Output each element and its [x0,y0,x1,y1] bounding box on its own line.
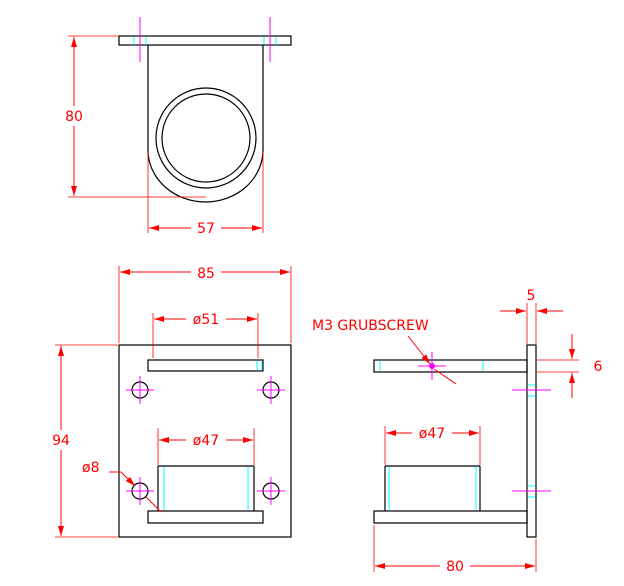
mounting-hole-bottom-left [126,477,154,505]
front-flange [118,35,292,46]
plan-hole-label: ø8 [82,460,99,476]
side-plate-thickness-dimension: 5 [500,288,563,344]
front-body-arc [147,149,264,203]
side-top-arm [373,359,528,373]
upper-flange-slot [147,359,264,372]
tube-inner-circle [161,93,251,183]
side-length-dimension: 80 [373,525,537,575]
plan-width-label: 85 [197,266,215,282]
side-flange-thickness-label: 6 [594,359,603,375]
grubscrew-hole [418,352,446,380]
grubscrew-leader: M3 GRUBSCREW [312,318,457,385]
side-plate-thickness-label: 5 [527,288,536,304]
side-bore-label: ø47 [419,426,445,442]
mounting-hole-bottom-right [257,477,285,505]
plan-slot-dimension: ø51 [152,310,259,358]
grubscrew-note-label: M3 GRUBSCREW [312,318,429,334]
mounting-hole-top-left [126,376,154,404]
plan-slot-label: ø51 [193,312,219,328]
plan-view [118,344,292,538]
front-view [118,17,292,203]
front-width-dimension: 57 [147,152,264,237]
front-width-label: 57 [197,221,215,237]
plan-bore-dimension: ø47 [157,428,255,465]
side-base [373,510,528,524]
plan-height-label: 94 [52,433,70,449]
side-length-label: 80 [446,559,464,575]
plan-hole-dimension: ø8 [82,460,162,513]
side-bore-dimension: ø47 [384,424,481,465]
side-view [373,344,551,538]
base-plate-outline [118,344,292,538]
lower-base-bar [147,510,264,524]
side-back-plate [526,344,537,538]
side-flange-thickness-dimension: 6 [537,334,603,398]
tube-outer-circle [155,87,257,189]
front-height-label: 80 [65,109,83,125]
plan-height-dimension: 94 [47,344,118,538]
front-height-dimension: 80 [60,35,206,198]
plan-bore-label: ø47 [193,433,219,449]
mounting-hole-top-right [257,376,285,404]
plan-width-dimension: 85 [118,264,292,343]
